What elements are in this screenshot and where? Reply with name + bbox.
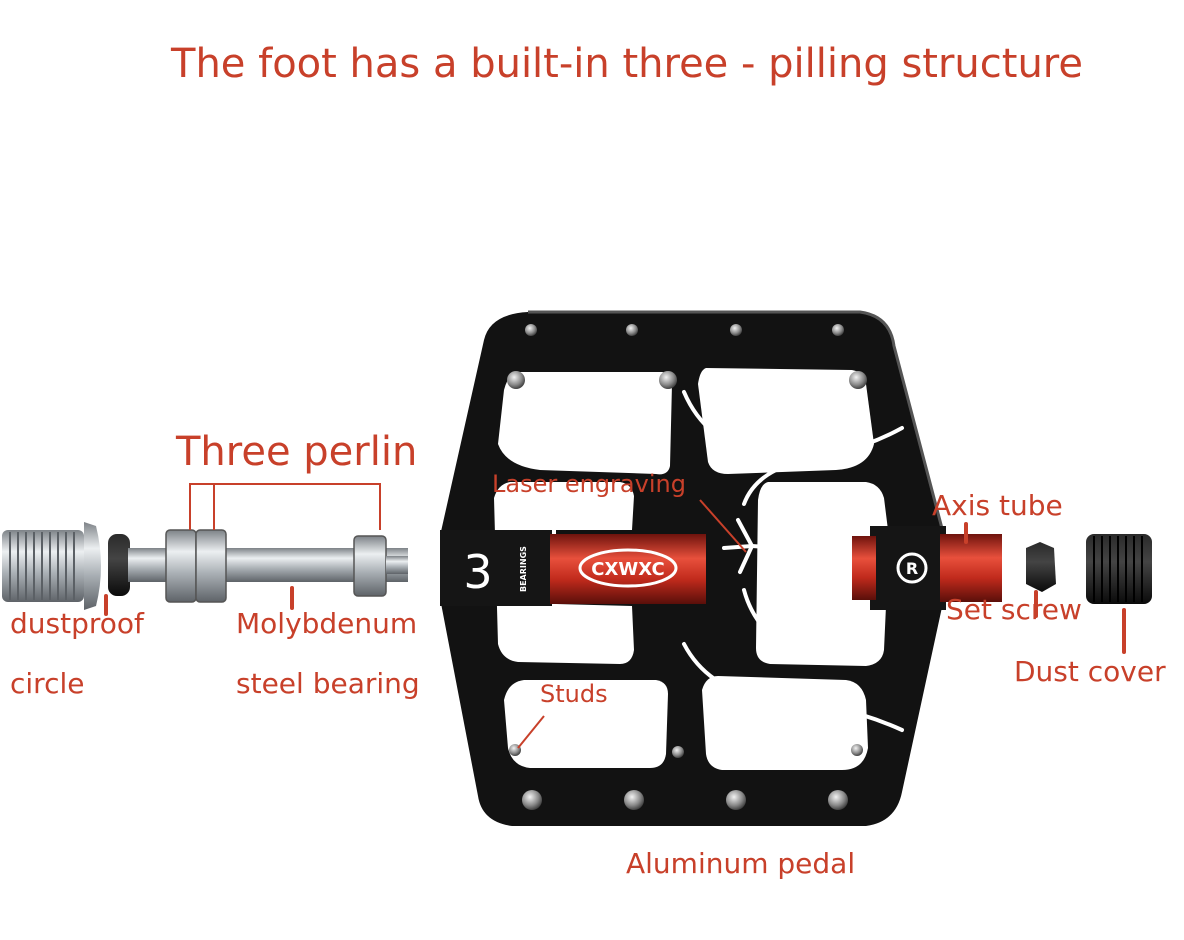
dustproof-ring bbox=[108, 534, 130, 596]
label-three-perlin: Three perlin bbox=[176, 432, 417, 472]
label-laser-engraving: Laser engraving bbox=[492, 472, 686, 496]
label-set-screw: Set screw bbox=[946, 596, 1082, 624]
axis-tube bbox=[940, 534, 1002, 602]
label-aluminum-pedal: Aluminum pedal bbox=[626, 850, 855, 878]
bearings-text: BEARINGS bbox=[519, 546, 528, 592]
registered-letter: R bbox=[906, 559, 918, 578]
bearings-boss bbox=[440, 530, 552, 606]
label-molybdenum: Molybdenum bbox=[236, 610, 417, 638]
dust-cover-grooves bbox=[1094, 536, 1142, 602]
set-screw-nut bbox=[1026, 542, 1056, 592]
label-dust-cover: Dust cover bbox=[1014, 658, 1166, 686]
axis-tube-left-cap bbox=[852, 536, 876, 600]
bearing-3 bbox=[354, 536, 386, 596]
label-steel-bearing: steel bearing bbox=[236, 670, 420, 698]
brand-logo: CXWXC bbox=[591, 559, 664, 580]
bearing-1 bbox=[166, 530, 196, 602]
spindle-assembly bbox=[2, 522, 408, 610]
label-studs: Studs bbox=[540, 682, 608, 706]
bearing-2 bbox=[196, 530, 226, 602]
label-axis-tube: Axis tube bbox=[932, 492, 1063, 520]
label-dustproof-circle: circle bbox=[10, 670, 84, 698]
bearings-number: 3 bbox=[463, 545, 492, 599]
label-dustproof: dustproof bbox=[10, 610, 144, 638]
diagram-title: The foot has a built-in three - pilling … bbox=[0, 44, 1184, 84]
